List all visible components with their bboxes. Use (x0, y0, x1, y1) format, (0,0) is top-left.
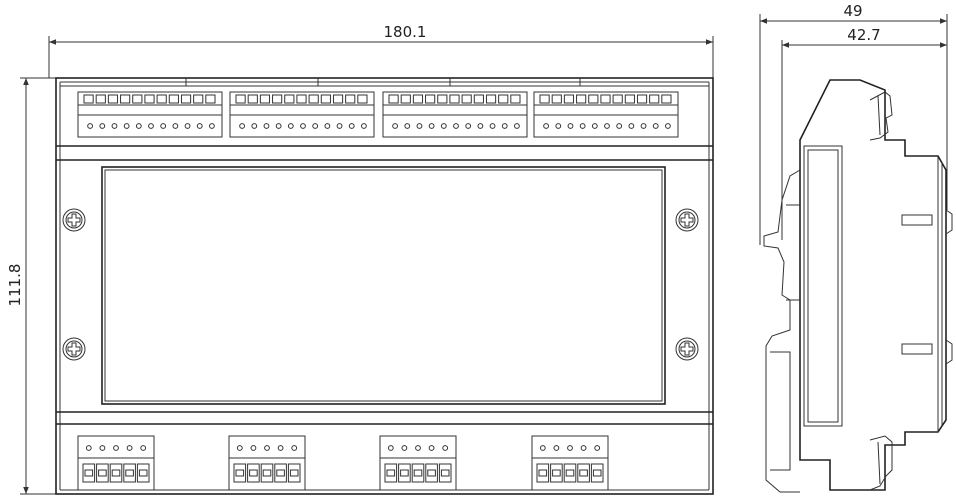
terminal-pin (82, 463, 96, 483)
terminal-pin (136, 463, 150, 483)
terminal-pin (563, 463, 577, 483)
depth-body-label: 42.7 (847, 26, 880, 44)
din-rail-clip (763, 169, 801, 493)
terminal-pin (461, 94, 472, 104)
terminal-pin (485, 94, 497, 104)
terminal-pin (132, 94, 143, 104)
terminal-pin (437, 94, 448, 104)
mounting-screws (62, 208, 699, 361)
terminal-pin (259, 94, 271, 104)
terminal-pin (425, 94, 436, 104)
side-clip-upper (901, 214, 933, 226)
terminal-pin (588, 94, 599, 104)
bottom-connector-block (379, 435, 457, 491)
terminal-pin (550, 463, 563, 483)
terminal-pin (536, 463, 550, 483)
screw-icon (675, 337, 699, 361)
terminal-pin (107, 94, 119, 104)
terminal-pin (357, 94, 368, 104)
side-body (799, 79, 947, 491)
terminal-pin (590, 463, 604, 483)
top-connector-block (229, 91, 375, 138)
terminal-pin (438, 463, 452, 483)
terminal-pin (272, 94, 283, 104)
terminal-pin (123, 463, 136, 483)
front-view (55, 77, 714, 495)
side-view (763, 79, 953, 493)
terminal-pin (83, 94, 94, 104)
terminal-pin (576, 94, 587, 104)
top-connector-block (533, 91, 679, 138)
terminal-pin (398, 463, 411, 483)
terminal-pin (247, 94, 258, 104)
terminal-pin (612, 94, 623, 104)
screw-icon (62, 208, 86, 232)
screw-icon (675, 208, 699, 232)
display-window (101, 166, 666, 405)
terminal-pin (205, 94, 216, 104)
terminal-pin (661, 94, 672, 104)
terminal-pin (345, 94, 356, 104)
terminal-pin (624, 94, 635, 104)
terminal-pin (120, 94, 131, 104)
terminal-pin (384, 463, 398, 483)
terminal-pin (274, 463, 287, 483)
terminal-pin (320, 94, 331, 104)
terminal-pin (296, 94, 307, 104)
height-dimension-label: 111.8 (6, 264, 24, 307)
top-connector-row (77, 91, 679, 138)
top-connector-block (77, 91, 223, 138)
screw-icon (62, 337, 86, 361)
depth-dimension-body: 42.7 (781, 26, 947, 240)
terminal-pin (449, 94, 460, 104)
terminal-pin (563, 94, 575, 104)
terminal-pin (388, 94, 399, 104)
terminal-pin (144, 94, 155, 104)
width-dimension: 180.1 (48, 23, 714, 78)
terminal-pin (473, 94, 484, 104)
depth-total-label: 49 (843, 2, 862, 20)
terminal-pin (96, 463, 109, 483)
side-terminal-top (869, 91, 893, 141)
terminal-pin (551, 94, 562, 104)
terminal-pin (193, 94, 204, 104)
terminal-pin (649, 94, 660, 104)
terminal-pin (510, 94, 521, 104)
terminal-pin (109, 463, 123, 483)
terminal-pin (539, 94, 550, 104)
bottom-connector-row (77, 435, 609, 491)
terminal-pin (498, 94, 509, 104)
terminal-pin (95, 94, 106, 104)
terminal-pin (412, 94, 424, 104)
terminal-pin (233, 463, 247, 483)
terminal-pin (247, 463, 260, 483)
terminal-pin (287, 463, 301, 483)
bottom-connector-block (531, 435, 609, 491)
top-connector-block (382, 91, 528, 138)
terminal-pin (308, 94, 319, 104)
terminal-pin (577, 463, 590, 483)
terminal-pin (156, 94, 167, 104)
terminal-pin (332, 94, 344, 104)
side-clip-lower (901, 343, 933, 355)
side-terminal-bottom (869, 435, 893, 491)
terminal-pin (260, 463, 274, 483)
front-housing (55, 77, 714, 495)
terminal-pin (284, 94, 295, 104)
bottom-connector-block (228, 435, 306, 491)
height-dimension: 111.8 (6, 77, 56, 495)
terminal-pin (235, 94, 246, 104)
width-dimension-label: 180.1 (384, 23, 427, 41)
terminal-pin (636, 94, 648, 104)
terminal-pin (600, 94, 611, 104)
terminal-pin (411, 463, 425, 483)
terminal-pin (400, 94, 411, 104)
terminal-pin (168, 94, 179, 104)
bottom-connector-block (77, 435, 155, 491)
terminal-pin (180, 94, 192, 104)
depth-dimension-total: 49 (759, 2, 948, 245)
terminal-pin (425, 463, 438, 483)
